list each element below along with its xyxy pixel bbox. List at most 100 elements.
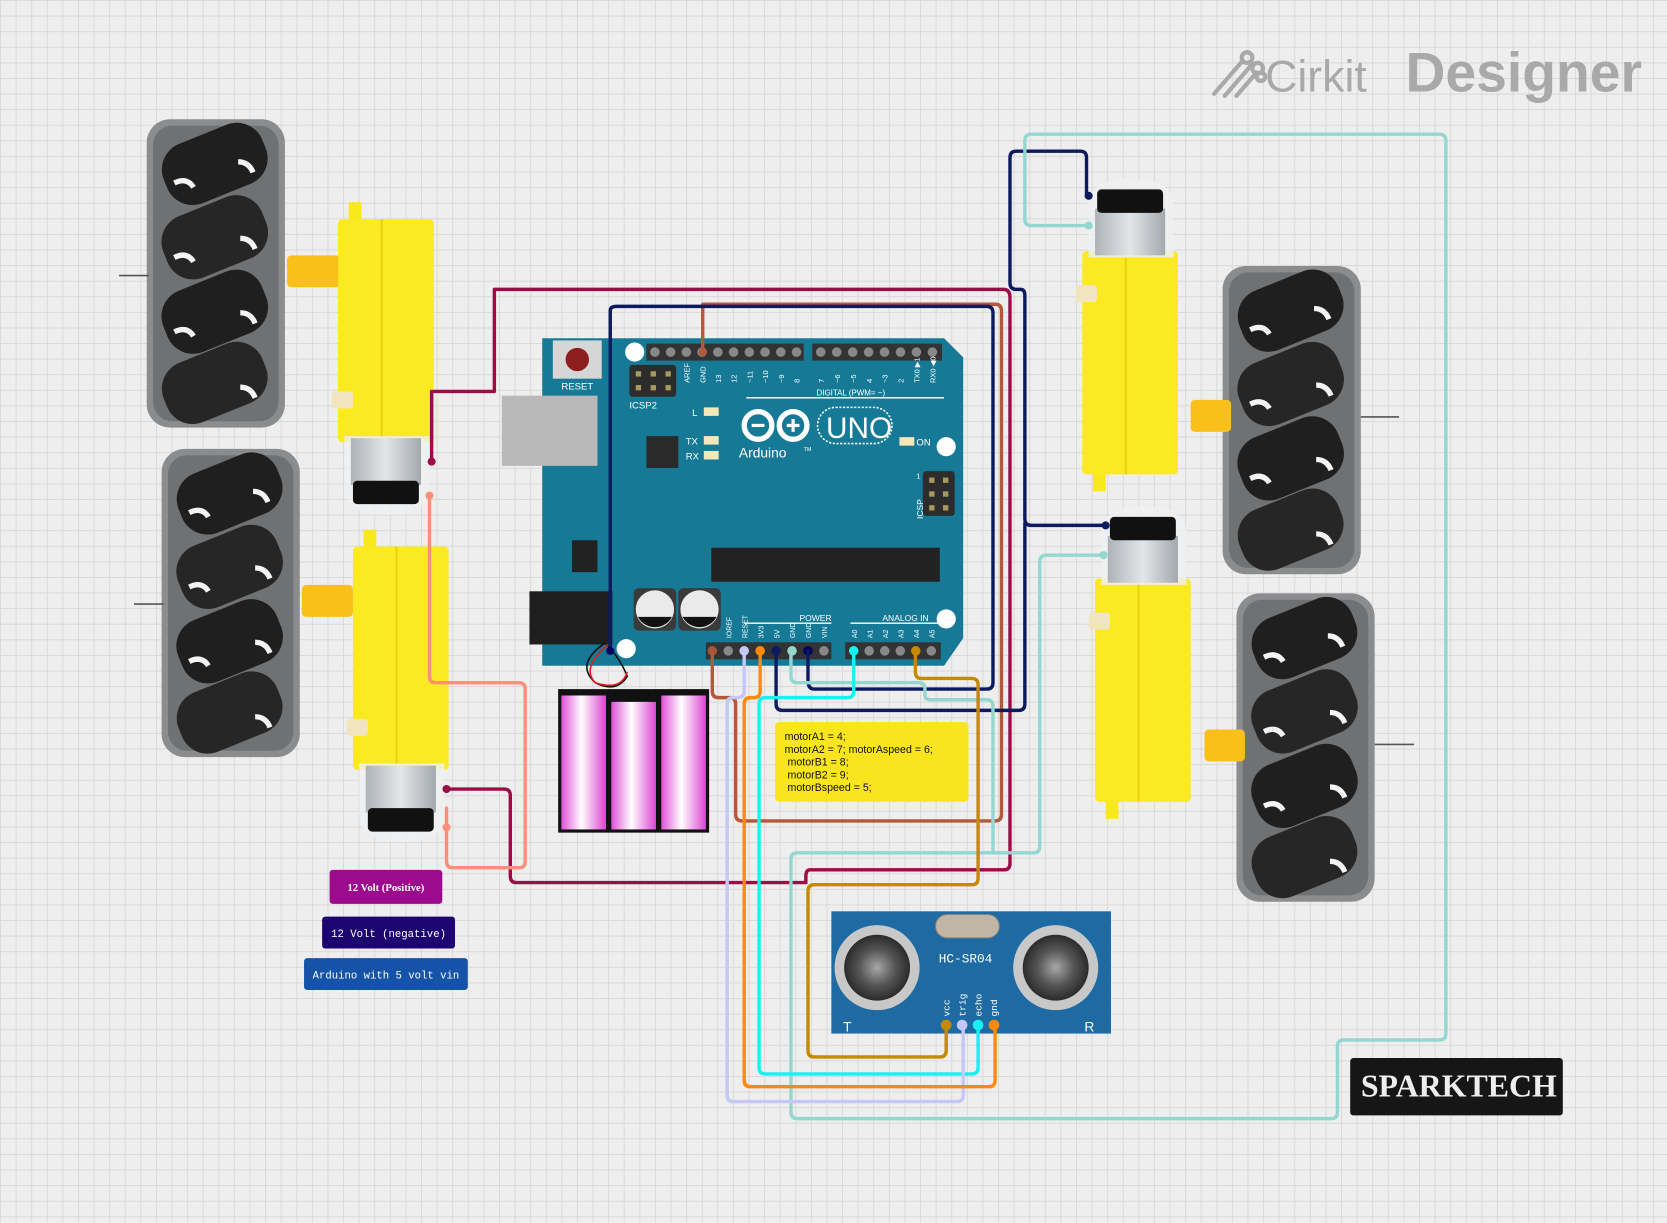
wheel-left-top[interactable]	[147, 114, 285, 432]
header-pin[interactable]	[895, 347, 906, 357]
header-pin[interactable]	[831, 347, 842, 357]
wire-lavender[interactable]	[725, 649, 965, 1104]
wire-endpoint[interactable]	[442, 823, 451, 832]
sensor-pin-label: echo	[973, 993, 984, 1016]
note-line: motorA1 = 4;	[785, 731, 846, 743]
pin-label: VIN	[822, 627, 829, 639]
battery-pack[interactable]	[558, 641, 710, 833]
power-pin[interactable]	[819, 646, 829, 656]
led-on	[899, 437, 915, 446]
battery-lead-red	[589, 643, 629, 687]
board-brand: Arduino	[739, 444, 787, 460]
wire-brown[interactable]	[701, 302, 1004, 823]
analog-pin[interactable]	[926, 646, 937, 656]
motor-coupling	[1204, 729, 1245, 762]
wheel-right-bottom[interactable]	[1236, 589, 1374, 907]
header-pin[interactable]	[847, 347, 858, 357]
header-pin[interactable]	[927, 347, 938, 357]
pin-label: 5V	[774, 629, 781, 638]
header-pin[interactable]	[879, 347, 890, 357]
header-pin[interactable]	[791, 347, 802, 357]
wire-maroon[interactable]	[429, 287, 1012, 885]
digital-header-right	[812, 343, 942, 361]
reset-button[interactable]	[552, 340, 602, 379]
analog-pin[interactable]	[864, 646, 875, 656]
motor-left-bottom[interactable]	[346, 529, 449, 843]
sensor-t-label: T	[843, 1018, 852, 1034]
header-pin[interactable]	[650, 347, 660, 357]
note-line: motorB2 = 9;	[785, 769, 849, 781]
header-pin[interactable]	[775, 347, 786, 357]
legend-item[interactable]: 12 Volt (negative)	[322, 916, 456, 949]
wires	[425, 132, 1448, 1121]
wheel-right-top[interactable]	[1223, 261, 1361, 579]
wire-endpoint[interactable]	[427, 457, 436, 466]
legend: 12 Volt (Positive) 12 Volt (negative) Ardu…	[304, 869, 468, 990]
header-pin[interactable]	[665, 347, 676, 357]
wire-endpoint[interactable]	[425, 491, 434, 500]
note-line: motorB1 = 8;	[785, 757, 849, 769]
wire-teal[interactable]	[789, 132, 1448, 1121]
legend-item[interactable]: Arduino with 5 volt vin	[304, 958, 468, 990]
pin-label: ~11	[745, 371, 754, 383]
wire-navy[interactable]	[608, 304, 995, 691]
battery-cell	[661, 695, 706, 830]
header-pin[interactable]	[713, 347, 723, 357]
wire-cyan[interactable]	[757, 649, 980, 1076]
analog-pin[interactable]	[895, 646, 906, 656]
app-logo: Cirkit Designer	[1211, 42, 1642, 104]
battery-lead-black	[586, 641, 629, 688]
pin-label: GND	[806, 623, 813, 638]
header-pin[interactable]	[760, 347, 770, 357]
power-pin[interactable]	[723, 646, 734, 656]
wire-salmon[interactable]	[427, 493, 527, 870]
motor-left-top[interactable]	[331, 202, 434, 515]
header-pin[interactable]	[681, 347, 692, 357]
watermark-text: SPARKTECH	[1361, 1068, 1557, 1103]
wire-endpoint[interactable]	[606, 646, 615, 655]
capacitor	[678, 588, 721, 631]
pin-label: 12	[730, 375, 739, 383]
sparktech-watermark: SPARKTECH	[1350, 1058, 1563, 1116]
pin-label: 13	[714, 375, 723, 383]
battery-cell	[561, 695, 606, 830]
wire-endpoint[interactable]	[698, 348, 707, 357]
legend-item[interactable]: 12 Volt (Positive)	[329, 869, 443, 904]
icsp-label: ICSP	[915, 499, 925, 519]
wire-endpoint[interactable]	[1101, 521, 1110, 530]
wire-endpoint[interactable]	[1099, 551, 1108, 560]
voltage-regulator	[571, 540, 598, 573]
wire-endpoint[interactable]	[1084, 191, 1093, 200]
dc-power-jack	[529, 591, 613, 645]
wire-orange[interactable]	[742, 649, 997, 1089]
pin-label: GND	[790, 623, 797, 638]
analog-pin[interactable]	[879, 646, 890, 656]
wire-gold[interactable]	[806, 649, 980, 1059]
header-pin[interactable]	[815, 347, 826, 357]
wire-endpoint[interactable]	[1084, 221, 1093, 230]
header-pin[interactable]	[744, 347, 755, 357]
usb-port	[501, 395, 598, 466]
pin-label: A2	[883, 629, 890, 638]
pin-label: 7	[817, 379, 826, 383]
led-rx	[703, 450, 719, 460]
code-note[interactable]: motorA1 = 4;motorA2 = 7; motorAspeed = 6…	[775, 722, 969, 802]
header-pin[interactable]	[728, 347, 739, 357]
header-pin[interactable]	[911, 347, 922, 357]
wire-teal-gnd[interactable]	[789, 649, 995, 853]
reset-label: RESET	[561, 381, 593, 392]
pin-label: TX0 ▶1	[913, 357, 922, 383]
pin-label: A5	[929, 629, 936, 638]
led-rx-label: RX	[686, 451, 700, 462]
wire-navy-motors[interactable]	[774, 149, 1108, 713]
header-pin[interactable]	[863, 347, 874, 357]
wire-endpoint[interactable]	[442, 785, 451, 794]
pin-label: IOREF	[726, 617, 733, 638]
wheel-left-bottom[interactable]	[162, 444, 300, 762]
trademark: TM	[804, 447, 812, 453]
circuit-traces-icon	[1211, 50, 1268, 99]
